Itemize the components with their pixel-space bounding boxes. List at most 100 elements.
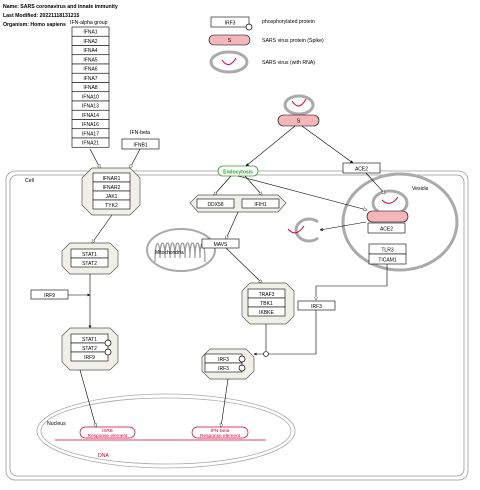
gene-MAVS[interactable]: MAVS <box>201 238 240 249</box>
svg-text:IFNA10: IFNA10 <box>82 94 99 100</box>
gene-IFNA2[interactable]: IFNA2 <box>71 35 110 46</box>
interaction-edges <box>68 125 388 427</box>
phospho-icon <box>104 348 112 356</box>
gene-TRAF3[interactable]: TRAF3 <box>247 288 286 299</box>
gene-ACE2-membrane[interactable]: ACE2 <box>342 162 381 174</box>
phospho-icon <box>238 355 246 363</box>
gene-IFNA10[interactable]: IFNA10 <box>71 91 110 102</box>
gene-IRF3-dimer-2[interactable]: IRF3 <box>204 362 243 373</box>
sars-virus-outside <box>283 94 315 116</box>
spike-label: S <box>297 119 301 125</box>
svg-text:DDX58: DDX58 <box>207 202 223 208</box>
gene-IFNA13[interactable]: IFNA13 <box>71 100 110 111</box>
edge-spike-ace2 <box>301 125 354 164</box>
gene-IFNA7[interactable]: IFNA7 <box>71 72 110 83</box>
gene-IFNA1[interactable]: IFNA1 <box>71 26 110 37</box>
svg-text:IRF3: IRF3 <box>218 357 229 363</box>
released-rna <box>287 225 305 234</box>
svg-text:IFNA7: IFNA7 <box>83 76 97 82</box>
ifn-alpha-group-label: IFN-alpha group <box>70 20 108 26</box>
svg-text:IRF3: IRF3 <box>218 366 229 372</box>
gene-DDX58[interactable]: DDX58 <box>196 198 235 209</box>
edge-sensor-mavs <box>226 211 239 239</box>
vesicle <box>341 172 459 272</box>
svg-text:IFNA5: IFNA5 <box>83 57 97 63</box>
gene-IFNAR2[interactable]: IFNAR2 <box>92 181 131 192</box>
gene-STAT1[interactable]: STAT1 <box>70 248 109 259</box>
pathway-name: Name: SARS coronavirus and innate immuni… <box>3 4 118 10</box>
gene-IFNA17[interactable]: IFNA17 <box>71 128 110 139</box>
gene-ISGF3-STAT1[interactable]: STAT1 <box>70 333 109 344</box>
legend-virus-protein-symbol: S <box>228 38 232 44</box>
svg-text:IFNA6: IFNA6 <box>83 67 97 73</box>
edge-spike-endocytosis <box>245 125 296 167</box>
gene-IFNA14[interactable]: IFNA14 <box>71 109 110 120</box>
gene-IRF3[interactable]: IRF3 <box>297 300 336 311</box>
svg-text:MAVS: MAVS <box>214 242 228 248</box>
svg-text:IFNA4: IFNA4 <box>83 48 97 54</box>
svg-text:IFNA16: IFNA16 <box>82 122 99 128</box>
gene-ACE2-vesicle[interactable]: ACE2 <box>367 222 406 234</box>
svg-text:STAT2: STAT2 <box>82 346 97 352</box>
isre-label: ISRE <box>102 428 113 434</box>
gene-IFNA6[interactable]: IFNA6 <box>71 63 110 74</box>
gene-IFNB1[interactable]: IFNB1 <box>121 138 160 150</box>
edge-receptor-stat <box>92 214 113 243</box>
legend-virus-label: SARS virus (with RNA) <box>262 60 315 66</box>
ifnb-response-sublabel: Response element <box>200 433 241 439</box>
gene-JAK1[interactable]: JAK1 <box>92 190 131 201</box>
edge-endo-vesicle <box>237 175 367 210</box>
spike-in-vesicle[interactable] <box>366 210 409 223</box>
svg-text:IFNA13: IFNA13 <box>82 104 99 110</box>
gene-ISGF3-IRF9[interactable]: IRF9 <box>70 351 109 362</box>
edge-isgf3-isre <box>79 369 96 427</box>
vesicle-label: Vesicle <box>412 186 429 192</box>
gene-IFNA8[interactable]: IFNA8 <box>71 82 110 93</box>
organism: Organism: Homo sapiens <box>3 22 66 28</box>
legend-gene-box: IRF3 <box>210 16 250 28</box>
mitochondria-label: Mitochondria <box>155 250 184 256</box>
edge-ifnb-receptor <box>130 148 141 168</box>
legend-virus-icon <box>209 50 249 74</box>
gene-IRF3-dimer-1[interactable]: IRF3 <box>204 353 243 364</box>
svg-text:JAK1: JAK1 <box>106 194 118 200</box>
svg-text:IRF3: IRF3 <box>311 304 322 310</box>
spike-protein[interactable] <box>277 114 320 127</box>
nucleus-label: Nucleus <box>47 421 66 427</box>
edge-vesicle-release <box>319 221 367 232</box>
uncoated-virus <box>294 217 319 243</box>
edge-endo-ddx58 <box>214 175 232 195</box>
gene-IFIH1[interactable]: IFIH1 <box>241 198 280 209</box>
gene-TYK2[interactable]: TYK2 <box>92 199 131 210</box>
gene-IFNA4[interactable]: IFNA4 <box>71 45 110 56</box>
gene-IFNAR1[interactable]: IFNAR1 <box>92 172 131 183</box>
gene-TICAM1[interactable]: TICAM1 <box>368 253 407 265</box>
receptor-complex: IFNAR1 IFNAR2 JAK1 TYK2 <box>92 172 131 210</box>
legend-virus-protein-label: SARS virus protein (Spike) <box>262 38 324 44</box>
isre-response-element[interactable] <box>79 426 136 439</box>
svg-text:IRF9: IRF9 <box>84 355 95 361</box>
gene-ISGF3-STAT2[interactable]: STAT2 <box>70 342 109 353</box>
gene-IFNA21[interactable]: IFNA21 <box>71 137 110 148</box>
phospho-icon <box>238 364 246 372</box>
svg-text:STAT1: STAT1 <box>82 337 97 343</box>
gene-IFNA16[interactable]: IFNA16 <box>71 119 110 130</box>
edge-mavs-kinase <box>225 247 262 283</box>
gene-STAT2[interactable]: STAT2 <box>70 257 109 268</box>
gene-IRF9[interactable]: IRF9 <box>30 289 69 300</box>
svg-text:IFNAR2: IFNAR2 <box>103 185 121 191</box>
legend: IRF3 phosphorylated protein S SARS virus… <box>208 16 324 74</box>
edge-ifna-receptor <box>89 148 100 168</box>
edge-ace2-vesicle <box>365 172 385 194</box>
gene-TLR3[interactable]: TLR3 <box>368 243 407 255</box>
gene-IKBKE[interactable]: IKBKE <box>247 306 286 317</box>
nucleus-inner <box>40 397 292 465</box>
svg-text:IFNA2: IFNA2 <box>83 39 97 45</box>
isre-sublabel: Response element <box>88 433 129 439</box>
gene-TBK1[interactable]: TBK1 <box>247 297 286 308</box>
svg-text:IRF3: IRF3 <box>225 21 236 27</box>
gene-IFNA5[interactable]: IFNA5 <box>71 54 110 65</box>
svg-text:IFNB1: IFNB1 <box>133 143 147 149</box>
viral-rna-vesicle <box>381 196 399 204</box>
